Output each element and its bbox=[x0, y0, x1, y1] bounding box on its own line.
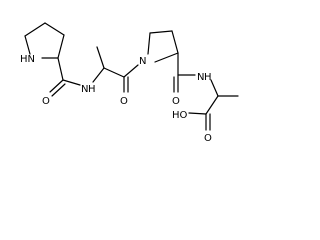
bond-pro1-2 bbox=[44, 22, 65, 36]
bond-pro2-4 bbox=[154, 52, 179, 63]
bond-pro1-3 bbox=[57, 34, 65, 59]
label-acid-oh: HO bbox=[172, 110, 188, 121]
bond-amide1-co-b bbox=[51, 83, 66, 97]
label-pro1-nh: HN bbox=[20, 54, 35, 65]
bond-pro1-5 bbox=[24, 35, 31, 55]
structure-diagram: HN O N H O N O N H HO O bbox=[20, 22, 239, 144]
label-amide1-o: O bbox=[42, 96, 50, 107]
bond-pro1-carbonyl bbox=[57, 57, 64, 81]
bond-amide1-cn bbox=[62, 79, 81, 86]
bond-ala1-pro2n bbox=[123, 64, 139, 78]
bond-pro2-3 bbox=[171, 30, 179, 54]
label-amide1-h: H bbox=[88, 84, 96, 95]
bond-ala1-n bbox=[92, 67, 105, 83]
bond-ala2-n bbox=[210, 79, 219, 97]
label-amide2-nh: N bbox=[197, 72, 204, 83]
bond-ala2-carboxyl bbox=[205, 95, 219, 115]
bond-amide1-co-a bbox=[49, 79, 64, 93]
bonds bbox=[24, 22, 239, 131]
label-amide2-o: O bbox=[172, 96, 180, 107]
label-pro2-n: N bbox=[139, 56, 146, 67]
label-amide2-h: H bbox=[204, 72, 212, 83]
bond-ala1-carbonyl bbox=[103, 67, 125, 78]
label-amide1-nh: N bbox=[81, 84, 88, 95]
bond-ala1-methyl bbox=[96, 46, 105, 69]
bond-pro2-1 bbox=[147, 32, 151, 55]
bond-pro1-1 bbox=[24, 22, 46, 37]
bond-pro2-2 bbox=[149, 30, 173, 34]
bond-acid-oh bbox=[188, 112, 207, 115]
label-ala1-carbonyl-o: O bbox=[120, 96, 128, 107]
atom-labels: HN O N H O N O N H HO O bbox=[20, 54, 212, 144]
label-acid-o: O bbox=[204, 133, 212, 144]
